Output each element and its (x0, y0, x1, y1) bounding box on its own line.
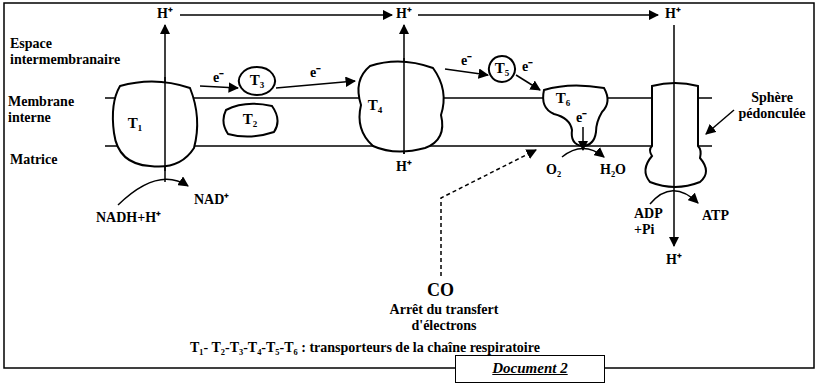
label-holder: H⁺ (666, 250, 682, 268)
legend-note: T₁- T₂-T₃-T₄-T₅-T₆ : transporteurs de la… (190, 340, 540, 355)
inhibitor-label: CO (427, 280, 454, 300)
carrier-outline (540, 82, 610, 148)
molecule-label: H₂O (600, 162, 626, 177)
region-label: Membrane interne (8, 94, 98, 126)
label-holder: T₁- T₂-T₃-T₄-T₅-T₆ : transporteurs de la… (190, 338, 540, 356)
proton-arrow (180, 14, 392, 16)
label-holder: e⁻ (520, 57, 535, 75)
electron-arrow (582, 127, 584, 150)
carrier-outline-path (239, 67, 275, 95)
proton-label: H⁺ (666, 252, 682, 267)
label-holder: e⁻ (308, 63, 323, 81)
molecule-label: O₂ (546, 162, 561, 177)
electron-arrow (445, 69, 488, 75)
label-holder: H₂O (600, 160, 626, 178)
label-holder: H⁺ (396, 157, 412, 175)
caption-text: Document 2 (492, 360, 567, 377)
carrier-label: T₂ (243, 111, 258, 128)
electron-arrow (276, 81, 355, 88)
carrier-shape: T₅ (488, 55, 516, 83)
proton-arrow (673, 25, 675, 246)
electron-arrow (200, 86, 238, 88)
label-holder: ADP +Pi (634, 206, 676, 238)
label-holder: NAD⁺ (194, 190, 229, 208)
label-holder: H⁺ (157, 4, 173, 22)
carrier-outline-path (223, 104, 277, 137)
proton-arrow (418, 14, 658, 16)
carrier-shape: T₂ (220, 100, 280, 138)
carrier-outline-path (489, 56, 515, 82)
reaction-arrow (118, 179, 188, 205)
carrier-outline (110, 78, 200, 170)
carrier-shape: T₄ (355, 60, 445, 152)
inhibition-dashed-arrow (441, 150, 536, 276)
label-holder: e⁻ (211, 68, 226, 86)
label-holder: e⁻ (576, 108, 587, 126)
molecule-label: ADP +Pi (634, 206, 676, 238)
part-label: Sphère pédonculée (732, 90, 812, 122)
edge-label: e⁻ (459, 53, 474, 68)
proton-arrow-segment (403, 58, 405, 154)
label-holder: Espace intermembranaire (10, 36, 135, 68)
electron-label: e⁻ (576, 110, 587, 125)
label-holder: CO (427, 280, 454, 301)
leader-arrow (706, 110, 734, 134)
edge-label: e⁻ (211, 70, 226, 85)
carrier-label: T₃ (250, 72, 265, 89)
proton-arrow (403, 25, 405, 154)
label-holder: H⁺ (396, 4, 412, 22)
note-label: Arrêt du transfert d'électrons (376, 302, 512, 334)
molecule-label: ATP (702, 208, 729, 223)
region-label: Matrice (10, 152, 57, 167)
carrier-shape: T₆ (540, 82, 610, 148)
carrier-outline-path (543, 85, 607, 146)
molecule-label: NAD⁺ (194, 192, 229, 207)
carrier-outline-path (113, 81, 197, 166)
caption-box: Document 2 (455, 355, 605, 383)
atp-synthase (645, 83, 706, 187)
label-holder: Membrane interne (8, 94, 98, 126)
label-holder: NADH+H⁺ (96, 208, 161, 226)
label-holder: Matrice (10, 150, 57, 168)
carrier-label: T₄ (368, 97, 383, 114)
carrier-outline-path (358, 61, 443, 151)
carrier-shape: T₁ (110, 78, 200, 170)
edge-label: e⁻ (308, 65, 323, 80)
label-holder: Arrêt du transfert d'électrons (376, 302, 512, 334)
carrier-label: T₆ (556, 90, 571, 107)
proton-label: H⁺ (157, 6, 173, 21)
proton-label: H⁺ (396, 6, 412, 21)
carrier-label: T₅ (495, 60, 510, 77)
proton-arrow-segment (164, 77, 166, 171)
region-label: Espace intermembranaire (10, 36, 135, 68)
frame (4, 3, 814, 368)
edge-label: e⁻ (520, 59, 535, 74)
label-holder: e⁻ (459, 51, 474, 69)
reaction-arrow (650, 191, 698, 204)
label-holder: H⁺ (665, 4, 681, 22)
carrier-shape: T₃ (238, 66, 276, 96)
proton-label: H⁺ (396, 159, 412, 174)
label-holder: O₂ (546, 160, 561, 178)
proton-label: H⁺ (665, 6, 681, 21)
carrier-label: T₁ (128, 115, 143, 132)
electron-arrow (516, 75, 540, 90)
label-holder: ATP (702, 206, 729, 224)
proton-arrow (164, 25, 166, 182)
molecule-label: NADH+H⁺ (96, 210, 161, 225)
label-holder: Sphère pédonculée (732, 90, 812, 122)
